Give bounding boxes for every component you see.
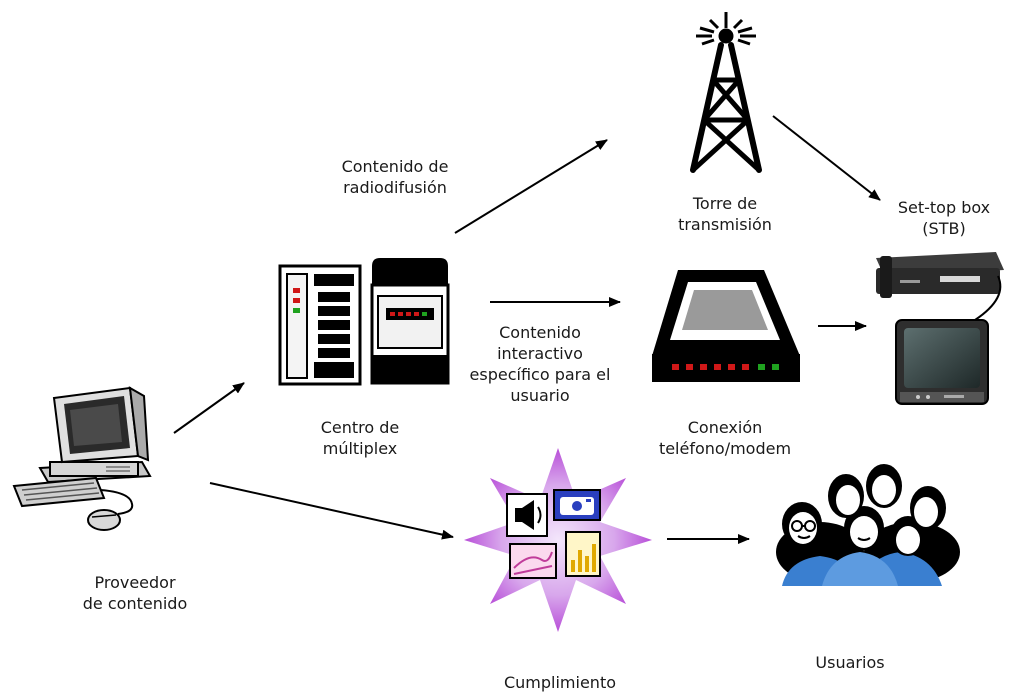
image-icon [509,543,557,579]
arrow-provider-to-multiplex [173,382,245,434]
arrow-multiplex-to-tower [454,139,608,234]
label-broadcast-content: Contenido de radiodifusión [330,156,460,198]
label-interactive-content-line3: específico para el [469,365,611,384]
desktop-computer-icon [12,386,152,531]
label-stb-line2: (STB) [922,219,966,238]
label-modem: Conexión teléfono/modem [640,417,810,459]
server-rack-icon [278,258,450,386]
arrow-tower-to-stb [772,115,881,201]
modem-icon [652,270,800,382]
transmission-tower-icon [690,12,762,173]
bar-chart-icon [565,531,601,577]
label-multiplex-line1: Centro de [320,418,400,437]
speaker-icon [506,493,548,537]
label-users-line1: Usuarios [815,653,885,672]
label-multiplex: Centro de múltiplex [300,417,420,459]
label-interactive-content-line1: Contenido [499,323,581,342]
set-top-box-tv-icon [876,252,1004,405]
label-interactive-content-line4: usuario [510,386,570,405]
label-tower: Torre de transmisión [650,193,800,235]
arrows [173,115,881,544]
multimedia-star-icon [464,448,652,632]
label-fulfillment: Cumplimiento [480,672,640,693]
label-modem-line1: Conexión [687,418,763,437]
label-users: Usuarios [790,652,910,673]
label-modem-line2: teléfono/modem [658,439,792,458]
label-fulfillment-line1: Cumplimiento [503,673,617,692]
user-group-icon [776,464,960,586]
label-tower-line1: Torre de [692,194,758,213]
label-tower-line2: transmisión [678,215,772,234]
label-provider: Proveedor de contenido [60,572,210,614]
label-broadcast-content-line1: Contenido de [341,157,449,176]
label-stb: Set-top box (STB) [884,197,1004,239]
label-provider-line1: Proveedor [94,573,176,592]
camera-icon [553,489,601,521]
label-interactive-content: Contenido interactivo específico para el… [460,322,620,406]
label-interactive-content-line2: interactivo [497,344,583,363]
label-multiplex-line2: múltiplex [322,439,398,458]
label-stb-line1: Set-top box [897,198,991,217]
label-provider-line2: de contenido [82,594,188,613]
arrow-provider-to-fulfillment [209,482,454,540]
label-broadcast-content-line2: radiodifusión [343,178,447,197]
